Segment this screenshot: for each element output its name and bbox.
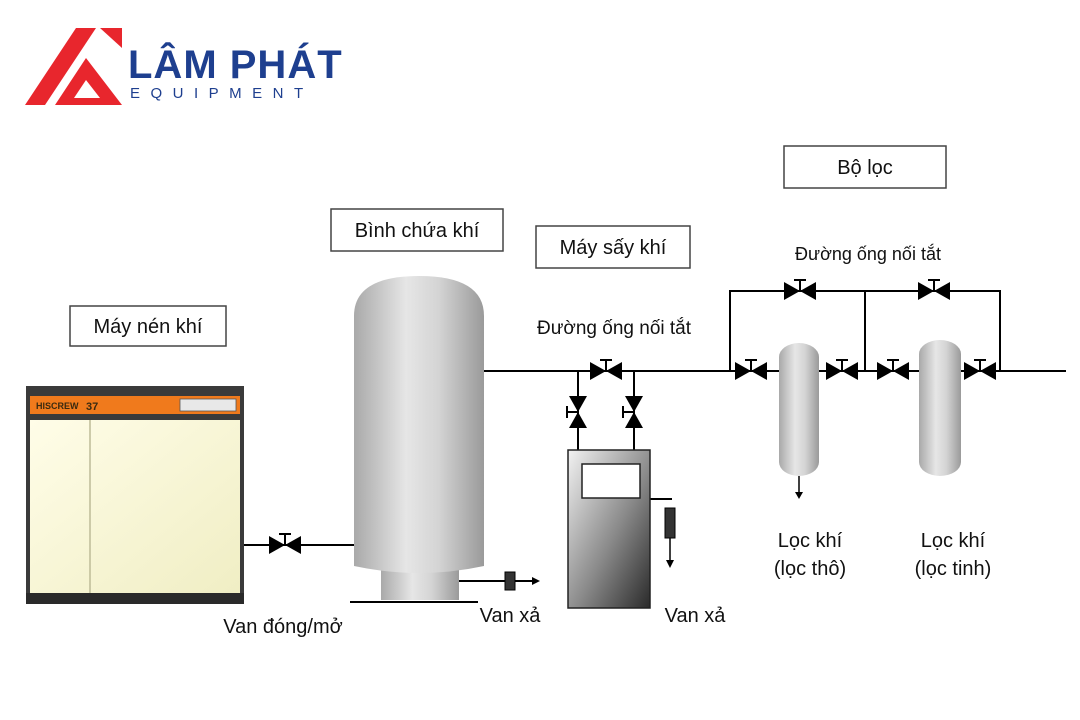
compressor-label: Máy nén khí bbox=[94, 316, 203, 338]
shutoff-valve-icon bbox=[268, 533, 302, 555]
filter-group-label: Bộ lọc bbox=[837, 157, 893, 179]
coarse-air-filter bbox=[779, 343, 819, 499]
dryer-display bbox=[581, 463, 641, 499]
coarse-filter-inlet-valve-icon bbox=[734, 359, 768, 381]
compressor-display-icon bbox=[179, 398, 237, 412]
logo-tagline: EQUIPMENT bbox=[130, 85, 314, 102]
compressor-number-label: 37 bbox=[86, 401, 98, 413]
air-receiver-tank bbox=[350, 276, 540, 603]
fine-filter-body bbox=[919, 340, 961, 476]
compressor-base bbox=[26, 593, 244, 604]
tank-label: Bình chứa khí bbox=[355, 220, 480, 242]
compressor-model-label: HISCREW bbox=[36, 401, 79, 411]
fine-filter-label-line2: (lọc tinh) bbox=[915, 558, 992, 580]
air-compressor: HISCREW 37 bbox=[26, 386, 244, 604]
lam-phat-logo: LÂM PHÁT EQUIPMENT bbox=[25, 28, 343, 105]
fine-filter-inlet-valve-icon bbox=[876, 359, 910, 381]
filter-group-label-box: Bộ lọc bbox=[783, 145, 947, 189]
filter-bypass-valve-1-icon bbox=[783, 279, 817, 301]
coarse-filter-label-line2: (lọc thô) bbox=[774, 558, 846, 580]
fine-filter-label-line1: Lọc khí bbox=[921, 530, 986, 552]
filter-bypass-label: Đường ống nối tắt bbox=[795, 243, 941, 264]
logo-name: LÂM PHÁT bbox=[128, 41, 343, 87]
dryer-label-box: Máy sấy khí bbox=[535, 225, 691, 269]
dryer-outlet-valve-icon bbox=[622, 395, 644, 429]
filter-bypass-valve-2-icon bbox=[917, 279, 951, 301]
shutoff-valve-label: Van đóng/mở bbox=[223, 616, 342, 638]
fine-air-filter bbox=[919, 340, 961, 476]
dryer-bypass-valve-icon bbox=[589, 359, 623, 381]
coarse-filter-label-line1: Lọc khí bbox=[778, 530, 843, 552]
tank-drain-label: Van xả bbox=[480, 605, 542, 627]
compressor-label-box: Máy nén khí bbox=[69, 305, 227, 347]
coarse-filter-body bbox=[779, 343, 819, 476]
tank-drain-valve-icon bbox=[504, 571, 540, 591]
coarse-filter-outlet-valve-icon bbox=[825, 359, 859, 381]
dryer-drain-label: Van xả bbox=[665, 605, 727, 627]
dryer-label: Máy sấy khí bbox=[560, 237, 667, 259]
logo-mark-icon bbox=[25, 28, 122, 105]
tank-label-box: Bình chứa khí bbox=[330, 208, 504, 252]
dryer-inlet-valve-icon bbox=[566, 395, 588, 429]
fine-filter-outlet-valve-icon bbox=[963, 359, 997, 381]
tank-body bbox=[354, 276, 484, 573]
air-dryer bbox=[567, 449, 676, 609]
dryer-bypass-label: Đường ống nối tắt bbox=[537, 317, 692, 339]
coarse-filter-drain-icon bbox=[795, 492, 803, 499]
dryer-drain-valve-icon bbox=[664, 507, 676, 568]
compressor-cabinet bbox=[30, 420, 240, 593]
